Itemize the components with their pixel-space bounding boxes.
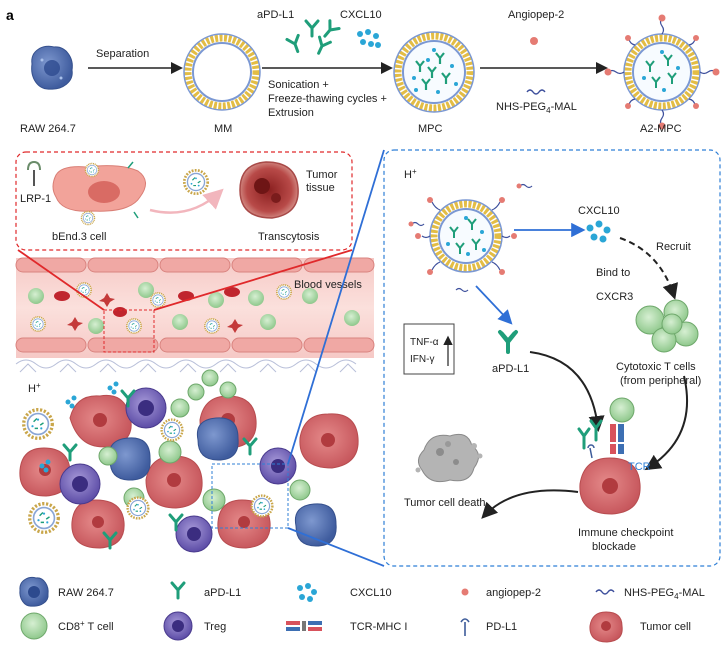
nhs-peg-label: NHS-PEG4-MAL xyxy=(496,101,577,115)
a2mpc-nanoparticle-icon xyxy=(604,14,720,130)
tcell-to-tumor-arrow xyxy=(644,375,688,471)
angiopep-label: Angiopep-2 xyxy=(508,9,564,21)
tumor-microenvironment xyxy=(19,369,359,553)
endothelium-top xyxy=(15,257,375,273)
legend-pdl1-icon xyxy=(460,618,470,636)
legend-cxcl10-icon xyxy=(297,583,317,602)
mm-membrane-icon xyxy=(183,33,261,111)
top-cxcl10-label: CXCL10 xyxy=(340,9,382,21)
legend-apdl1-icon xyxy=(170,581,186,600)
mpc-label: MPC xyxy=(418,123,443,135)
legend-cxcl10-label: CXCL10 xyxy=(350,587,392,599)
icb-line2: blockade xyxy=(592,541,636,553)
legend-treg-icon xyxy=(163,611,193,641)
tumor-tissue-icon xyxy=(239,161,299,219)
endothelium-bottom xyxy=(15,337,375,353)
icb-line1: Immune checkpoint xyxy=(578,527,673,539)
ctl-line1: Cytotoxic T cells xyxy=(616,361,696,373)
recruit-label: Recruit xyxy=(656,241,691,253)
cytokine-box xyxy=(403,323,455,375)
legend-peg-label: NHS-PEG4-MAL xyxy=(624,587,705,601)
mech-a2mpc-icon xyxy=(415,197,517,275)
mech-apdl1-icon-large xyxy=(498,330,518,354)
astrocyte-network xyxy=(15,359,357,373)
process-line3: Extrusion xyxy=(268,107,314,119)
tumor-tissue-line1: Tumor xyxy=(306,169,338,181)
legend-angiopep-label: angiopep-2 xyxy=(486,587,541,599)
angiopep-dot-icon xyxy=(530,37,538,45)
mm-label: MM xyxy=(214,123,232,135)
bend3-label: bEnd.3 cell xyxy=(52,231,106,243)
immune-synapse-icon xyxy=(577,397,641,515)
legend-treg-label: Treg xyxy=(204,621,226,633)
legend-angiopep-icon xyxy=(461,588,469,596)
vessel-cells xyxy=(28,282,360,334)
legend-tumor-icon xyxy=(589,611,623,643)
transcytosis-arrow xyxy=(149,188,224,214)
legend-cd8-label: CD8+ T cell xyxy=(58,619,114,633)
tme-hplus: H+ xyxy=(28,381,41,395)
top-antibody-icons xyxy=(285,19,341,58)
recruit-arrow xyxy=(619,237,678,300)
tme-zoom-box xyxy=(211,463,289,529)
ifn-label: IFN-γ xyxy=(410,354,434,365)
mpc-nanoparticle-icon xyxy=(393,31,475,113)
vessel-zoom-box xyxy=(103,309,155,353)
legend-pdl1-label: PD-L1 xyxy=(486,621,517,633)
apdl1-to-tumor-arrow xyxy=(529,351,605,432)
tcr-label: TCR xyxy=(628,461,651,473)
bend3-cell-icon xyxy=(52,161,146,226)
legend-peg-icon xyxy=(595,589,615,595)
mech-cxcl10-dots xyxy=(586,220,611,243)
legend-raw-icon xyxy=(19,577,49,607)
zoom-line-right xyxy=(153,249,353,311)
panel-label: a xyxy=(6,7,14,23)
legend-tcr-mhc-icon xyxy=(286,621,322,631)
legend-tumor-label: Tumor cell xyxy=(640,621,691,633)
raw-macrophage-icon xyxy=(31,45,73,90)
separation-label: Separation xyxy=(96,48,149,60)
top-apdl1-label: aPD-L1 xyxy=(257,9,294,21)
legend: RAW 264.7 aPD-L1 CXCL10 angiopep-2 NHS-P… xyxy=(19,577,705,643)
tnf-label: TNF-α xyxy=(410,337,439,348)
transcytosis-label: Transcytosis xyxy=(258,231,320,243)
process-line1: Sonication + xyxy=(268,79,329,91)
lrp1-receptor-icon xyxy=(27,160,41,186)
mechanism-box xyxy=(383,149,721,567)
release-apdl1-arrow xyxy=(475,285,513,325)
killing-arrow xyxy=(481,489,579,519)
death-label: Tumor cell death xyxy=(404,497,486,509)
a2mpc-label: A2-MPC xyxy=(640,123,682,135)
top-cxcl10-dots xyxy=(357,29,381,48)
zoom-line-left xyxy=(17,249,105,311)
bind-line2: CXCR3 xyxy=(596,291,633,303)
mech-hplus: H+ xyxy=(404,167,417,181)
process-line2: Freeze-thawing cycles + xyxy=(268,93,387,105)
mech-apdl1-label: aPD-L1 xyxy=(492,363,529,375)
legend-raw-label: RAW 264.7 xyxy=(58,587,114,599)
ctl-line2: (from peripheral) xyxy=(620,375,701,387)
zoom-line-top xyxy=(287,149,385,465)
zoom-line-bottom xyxy=(287,527,385,567)
tumor-tissue-line2: tissue xyxy=(306,182,335,194)
bbb-zoom-box xyxy=(15,151,353,251)
dead-tumor-cell-icon xyxy=(415,433,483,483)
legend-cd8-icon xyxy=(20,612,48,640)
cytotoxic-tcell-cluster-icon xyxy=(635,299,699,353)
bind-line1: Bind to xyxy=(596,267,630,279)
raw-label: RAW 264.7 xyxy=(20,123,76,135)
blood-vessels-label: Blood vessels xyxy=(294,279,362,291)
mech-cxcl10-label: CXCL10 xyxy=(578,205,620,217)
bbb-vesicle-icon xyxy=(182,168,210,196)
peg-linker-icon xyxy=(526,89,546,95)
mech-peg-fragments xyxy=(408,183,533,293)
legend-tcr-mhc-label: TCR-MHC I xyxy=(350,621,407,633)
lrp1-label: LRP-1 xyxy=(20,193,51,205)
legend-apdl1-label: aPD-L1 xyxy=(204,587,241,599)
